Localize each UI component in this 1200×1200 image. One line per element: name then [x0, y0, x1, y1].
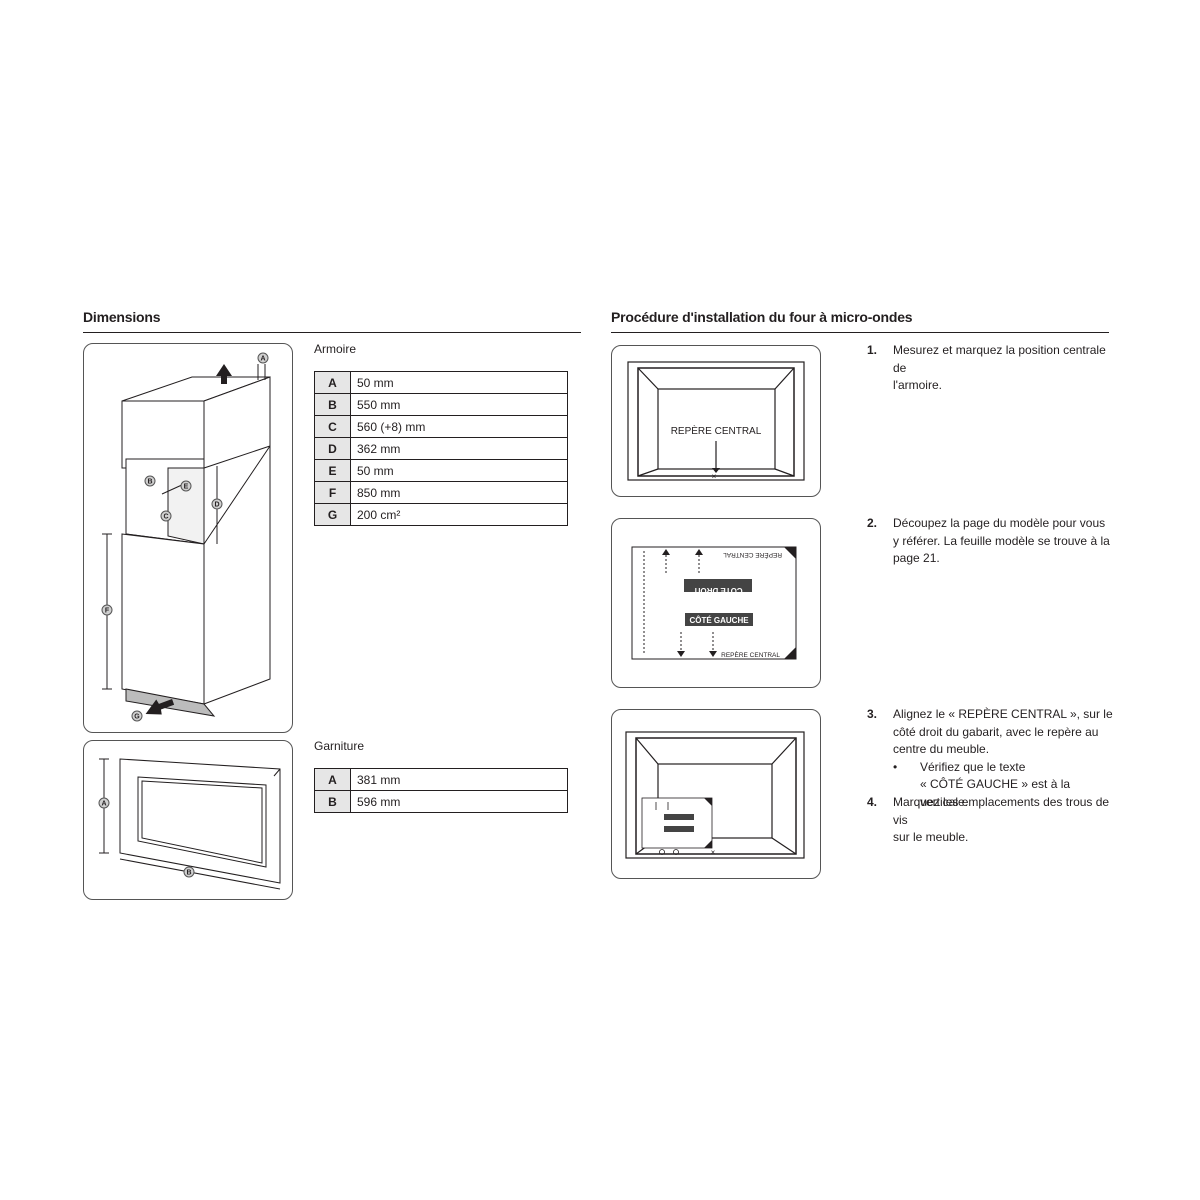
- step-1-line-1: Mesurez et marquez la position centrale …: [893, 343, 1106, 375]
- cabinet-value: 362 mm: [350, 437, 568, 460]
- step3-figure: ×: [611, 709, 821, 879]
- trim-figure: A B: [83, 740, 293, 900]
- step-2-number: 2.: [867, 516, 878, 530]
- step-3-line-3: centre du meuble.: [893, 742, 990, 756]
- svg-text:A: A: [260, 356, 265, 363]
- dimensions-rule: [83, 332, 581, 333]
- svg-text:C: C: [163, 514, 168, 521]
- callout-g: G: [131, 710, 143, 722]
- callout-e: E: [180, 480, 192, 492]
- cabinet-key: B: [314, 393, 351, 416]
- cabinet-value: 560 (+8) mm: [350, 415, 568, 438]
- step-1-line-2: l'armoire.: [893, 378, 942, 392]
- bottom-center-mark: REPÈRE CENTRAL: [721, 650, 780, 659]
- step-4-line-1: Marquez les emplacements des trous de vi…: [893, 795, 1110, 827]
- step-2-line-1: Découpez la page du modèle pour vous: [893, 516, 1106, 530]
- step-3-number: 3.: [867, 707, 878, 721]
- cabinet-key: A: [314, 371, 351, 394]
- cabinet-key: F: [314, 481, 351, 504]
- step-1: 1. Mesurez et marquez la position centra…: [867, 342, 1106, 392]
- step-3-line-1: Alignez le « REPÈRE CENTRAL », sur le: [893, 707, 1113, 721]
- left-side-label: CÔTÉ GAUCHE: [689, 616, 749, 625]
- right-side-label: CÔTÉ DROIT: [693, 586, 742, 595]
- step-3: 3. Alignez le « REPÈRE CENTRAL », sur le…: [867, 706, 1113, 809]
- svg-text:G: G: [134, 714, 140, 721]
- svg-text:×: ×: [711, 848, 716, 857]
- step3-drawing: ×: [625, 731, 805, 859]
- callout-a: A: [257, 352, 269, 364]
- step-3-bullet-line-1: Vérifiez que le texte: [920, 759, 1026, 774]
- step-3-line-2: côté droit du gabarit, avec le repère au: [893, 724, 1099, 739]
- installation-title: Procédure d'installation du four à micro…: [611, 309, 913, 325]
- trim-key: B: [314, 790, 351, 813]
- cabinet-key: D: [314, 437, 351, 460]
- trim-drawing: A B: [98, 758, 281, 890]
- svg-text:B: B: [186, 870, 191, 877]
- cabinet-key: C: [314, 415, 351, 438]
- installation-rule: [611, 332, 1109, 333]
- callout-d: D: [211, 498, 223, 510]
- center-mark-label: REPÈRE CENTRAL: [671, 424, 762, 437]
- trim-callout-b: B: [183, 866, 195, 878]
- cabinet-value: 850 mm: [350, 481, 568, 504]
- trim-key: A: [314, 768, 351, 791]
- step-4: 4. Marquez les emplacements des trous de…: [867, 794, 1109, 844]
- cabinet-label: Armoire: [314, 342, 357, 356]
- step-3-bullet-line-2: « CÔTÉ GAUCHE » est à la verticale.: [920, 777, 1071, 809]
- bullet-mark: •: [893, 759, 898, 774]
- step-2-line-3: page 21.: [893, 551, 940, 565]
- cabinet-figure: A B E C D F G: [83, 343, 293, 733]
- cabinet-value: 50 mm: [350, 371, 568, 394]
- trim-callout-a: A: [98, 797, 110, 809]
- trim-value: 596 mm: [350, 790, 568, 813]
- cabinet-value: 550 mm: [350, 393, 568, 416]
- step2-figure: REPÈRE CENTRAL CÔTÉ DROIT CÔTÉ GAUCHE RE…: [611, 518, 821, 688]
- callout-b: B: [144, 475, 156, 487]
- cabinet-key: E: [314, 459, 351, 482]
- trim-label: Garniture: [314, 739, 365, 753]
- svg-text:F: F: [105, 608, 110, 615]
- step2-drawing: REPÈRE CENTRAL CÔTÉ DROIT CÔTÉ GAUCHE RE…: [631, 546, 797, 660]
- step-2-line-2: y référer. La feuille modèle se trouve à…: [893, 533, 1110, 548]
- svg-text:A: A: [101, 801, 106, 808]
- cabinet-value: 50 mm: [350, 459, 568, 482]
- cabinet-key: G: [314, 503, 351, 526]
- cabinet-drawing: A B E C D F G: [101, 352, 271, 722]
- step-2: 2. Découpez la page du modèle pour vous …: [867, 515, 1110, 570]
- mirrored-header: REPÈRE CENTRAL: [723, 551, 782, 560]
- cabinet-value: 200 cm²: [350, 503, 568, 526]
- step1-figure: × REPÈRE CENTRAL: [611, 345, 821, 497]
- trim-value: 381 mm: [350, 768, 568, 791]
- step-3-bullet: • Vérifiez que le texte « CÔTÉ GAUCHE » …: [893, 759, 1115, 812]
- step-4-line-2: sur le meuble.: [893, 830, 969, 844]
- step-4-number: 4.: [867, 795, 878, 809]
- step1-drawing: × REPÈRE CENTRAL: [627, 361, 805, 481]
- callout-f: F: [101, 604, 113, 616]
- svg-text:D: D: [214, 502, 219, 509]
- svg-text:×: ×: [712, 472, 717, 481]
- dimensions-title: Dimensions: [83, 309, 161, 325]
- step-1-number: 1.: [867, 343, 878, 357]
- svg-text:B: B: [147, 479, 152, 486]
- callout-c: C: [160, 510, 172, 522]
- svg-text:E: E: [184, 484, 189, 491]
